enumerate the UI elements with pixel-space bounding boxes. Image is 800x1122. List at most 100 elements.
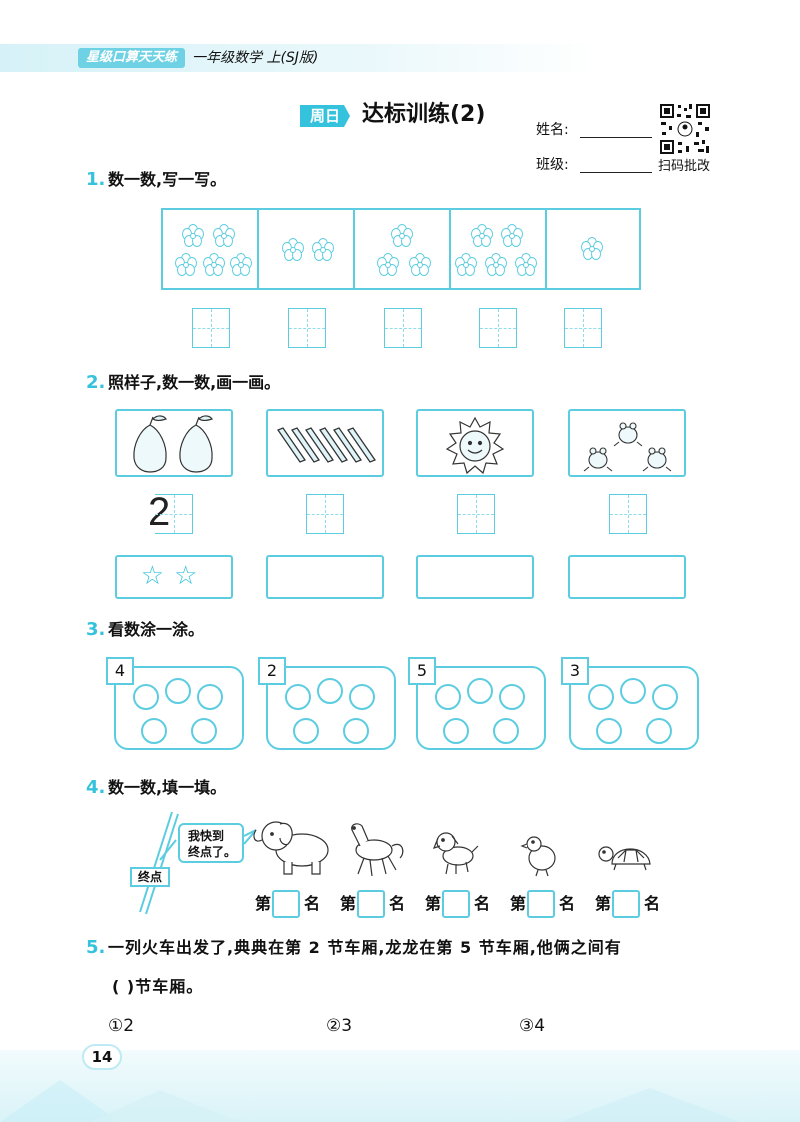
q1-text: 数一数,写一写。 — [108, 170, 227, 189]
speech-bubble-line-2: 终点了。 — [188, 845, 237, 859]
q3-circle-group-2 — [266, 666, 396, 750]
rank-prefix: 第 — [340, 894, 357, 913]
q4-number: 4. — [86, 777, 106, 798]
q3-circle[interactable] — [349, 684, 375, 710]
q3-circle-group-1 — [114, 666, 244, 750]
rank-suffix: 名 — [644, 894, 661, 913]
q2-draw-box-3[interactable] — [416, 555, 534, 599]
q3-target-number-1: 4 — [106, 657, 134, 685]
page-number: 14 — [82, 1044, 122, 1070]
rank-answer-horse[interactable] — [357, 890, 385, 918]
rank-suffix: 名 — [559, 894, 576, 913]
q5-option-1[interactable]: ①2 — [108, 1016, 135, 1036]
q2-picture-box-1 — [115, 409, 233, 477]
q5-text-line-2: ( )节车厢。 — [112, 977, 204, 996]
finish-line-icon — [139, 811, 179, 915]
q1-flower-box-2 — [257, 208, 355, 290]
q5-option-3[interactable]: ③4 — [519, 1016, 546, 1036]
q2-draw-box-4[interactable] — [568, 555, 686, 599]
day-badge: 周日 — [300, 105, 350, 127]
q3-circle[interactable] — [646, 718, 672, 744]
q3-circle[interactable] — [197, 684, 223, 710]
q2-pictures — [133, 415, 672, 475]
q3-circle[interactable] — [499, 684, 525, 710]
q3-target-number-4: 3 — [561, 657, 589, 685]
q2-draw-box-2[interactable] — [266, 555, 384, 599]
q3-circle-group-3 — [416, 666, 546, 750]
q5-text-line-1: 一列火车出发了,典典在第 2 节车厢,龙龙在第 5 节车厢,他俩之间有 — [108, 938, 622, 957]
q3-circle[interactable] — [191, 718, 217, 744]
pear-icon — [133, 415, 213, 473]
q3-circle[interactable] — [493, 718, 519, 744]
rank-answer-chick[interactable] — [527, 890, 555, 918]
name-label: 姓名: — [536, 122, 569, 138]
q3-circle[interactable] — [165, 678, 191, 704]
pen-icon — [277, 427, 376, 463]
q2-example-grid — [155, 494, 193, 534]
star-icon: ☆☆ — [140, 561, 208, 591]
q4-text: 数一数,填一填。 — [108, 778, 227, 797]
q3-circle[interactable] — [435, 684, 461, 710]
rank-answer-turtle[interactable] — [612, 890, 640, 918]
rank-answer-dog[interactable] — [442, 890, 470, 918]
q3-circle-group-4 — [569, 666, 699, 750]
speech-bubble-line-1: 我快到 — [188, 829, 225, 843]
q3-circle[interactable] — [293, 718, 319, 744]
qr-code-icon[interactable] — [658, 102, 712, 156]
q3-circle[interactable] — [343, 718, 369, 744]
q3-circle[interactable] — [596, 718, 622, 744]
speech-bubble: 我快到 终点了。 — [178, 823, 244, 863]
page-title: 达标训练(2) — [362, 102, 486, 127]
q3-circle[interactable] — [141, 718, 167, 744]
q3-circle[interactable] — [443, 718, 469, 744]
q3-circle[interactable] — [467, 678, 493, 704]
rank-suffix: 名 — [304, 894, 321, 913]
name-field[interactable] — [580, 137, 652, 138]
rank-prefix: 第 — [425, 894, 442, 913]
q1-flowers — [175, 224, 603, 276]
q1-answer-grid-1[interactable] — [192, 308, 230, 348]
q5-number: 5. — [86, 937, 106, 958]
q2-example-number: 2 — [148, 490, 171, 534]
rank-prefix: 第 — [595, 894, 612, 913]
sun-icon — [445, 416, 505, 475]
q1-answer-grid-3[interactable] — [384, 308, 422, 348]
q2-text: 照样子,数一数,画一画。 — [108, 373, 281, 392]
dog-icon — [432, 832, 479, 875]
q2-answer-grid-3[interactable] — [457, 494, 495, 534]
q3-circle[interactable] — [285, 684, 311, 710]
q1-flower-box-4 — [449, 208, 547, 290]
frog-icon — [583, 422, 672, 472]
finish-label: 终点 — [130, 867, 170, 887]
elephant-icon — [253, 821, 329, 875]
footer-wave-decoration — [0, 1080, 740, 1122]
series-title: 星级口算天天练 — [78, 48, 186, 68]
flower-icon-group-3 — [377, 224, 431, 276]
q2-answer-grid-2[interactable] — [306, 494, 344, 534]
rank-suffix: 名 — [389, 894, 406, 913]
chick-icon — [520, 836, 556, 877]
q3-number: 3. — [86, 619, 106, 640]
q3-circle[interactable] — [588, 684, 614, 710]
rank-suffix: 名 — [474, 894, 491, 913]
flower-icon-group-4 — [455, 224, 537, 276]
q2-draw-box-1: ☆☆ — [115, 555, 233, 599]
q5-option-2[interactable]: ②3 — [326, 1016, 353, 1036]
q4-race-scene — [139, 811, 651, 915]
q3-text: 看数涂一涂。 — [108, 620, 205, 639]
q2-picture-box-2 — [266, 409, 384, 477]
q3-circle[interactable] — [133, 684, 159, 710]
q3-circle[interactable] — [620, 678, 646, 704]
q3-circle[interactable] — [317, 678, 343, 704]
scan-to-grade-label: 扫码批改 — [658, 159, 711, 174]
flower-icon-group-5 — [581, 237, 603, 260]
q2-answer-grid-4[interactable] — [609, 494, 647, 534]
q1-answer-grid-4[interactable] — [479, 308, 517, 348]
q3-circle[interactable] — [652, 684, 678, 710]
class-label: 班级: — [536, 157, 569, 173]
rank-answer-elephant[interactable] — [272, 890, 300, 918]
class-field[interactable] — [580, 172, 652, 173]
q1-answer-grid-2[interactable] — [288, 308, 326, 348]
q1-answer-grid-5[interactable] — [564, 308, 602, 348]
horse-icon — [351, 823, 404, 877]
